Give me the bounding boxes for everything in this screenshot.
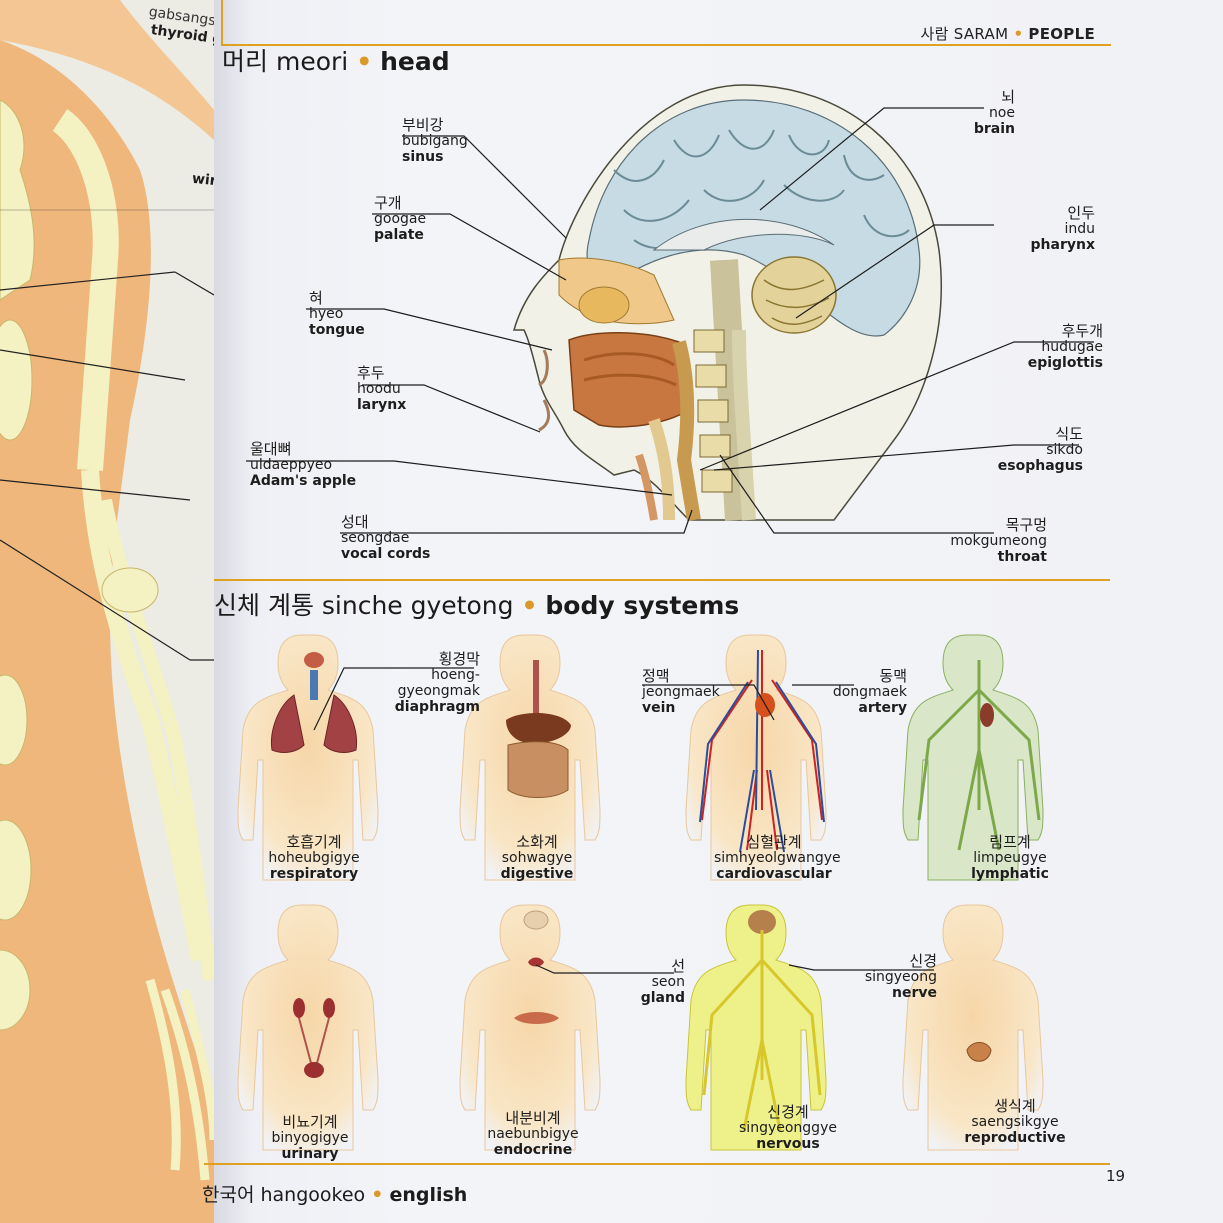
head-leader-lines	[214, 0, 1223, 580]
label-palate: 구개 googae palate	[374, 195, 426, 243]
label-esophagus: 식도 sikdo esophagus	[998, 426, 1083, 474]
body-systems-title: 신체 계통 sinche gyetong • body systems	[214, 586, 739, 622]
label-adams-apple: 울대뼈 uldaeppyeo Adam's apple	[250, 441, 356, 489]
right-page: 사람 SARAM • PEOPLE 머리 meori • head	[214, 0, 1223, 1223]
footer-korean: 한국어	[202, 1184, 254, 1206]
caption-nervous: 신경계 singyeonggye nervous	[728, 1104, 848, 1152]
caption-reproductive: 생식계 saengsikgye reproductive	[955, 1098, 1075, 1146]
label-larynx: 후두 hoodu larynx	[357, 365, 406, 413]
label-brain: 뇌 noe brain	[974, 89, 1015, 137]
caption-endocrine: 내분비계 naebunbigye endocrine	[478, 1110, 588, 1158]
footer-romanized: hangookeo	[261, 1184, 366, 1206]
label-tongue: 혀 hyeo tongue	[309, 290, 365, 338]
skeleton-illustration	[0, 0, 214, 1223]
left-page: gabsangsseon thyroid gland wir	[0, 0, 214, 1223]
title-separator: •	[521, 591, 537, 620]
label-sinus: 부비강 bubigang sinus	[402, 117, 468, 165]
caption-digestive: 소화계 sohwagye digestive	[487, 834, 587, 882]
left-label-partial: wir	[191, 171, 214, 189]
label-artery: 동맥 dongmaek artery	[833, 668, 907, 716]
label-vein: 정맥 jeongmaek vein	[642, 668, 720, 716]
footer-language: 한국어 hangookeo • english	[202, 1180, 467, 1207]
label-throat: 목구멍 mokgumeong throat	[950, 517, 1047, 565]
label-pharynx: 인두 indu pharynx	[1031, 205, 1095, 253]
footer-rule	[204, 1163, 1110, 1165]
label-vocal-cords: 성대 seongdae vocal cords	[341, 514, 430, 562]
body-systems-title-romanized: sinche gyetong	[322, 591, 514, 620]
caption-cardiovascular: 심혈관계 simhyeolgwangye cardiovascular	[714, 834, 834, 882]
footer-english: english	[389, 1184, 467, 1206]
footer-separator: •	[371, 1184, 383, 1206]
label-gland: 선 seon gland	[641, 958, 685, 1006]
label-epiglottis: 후두개 hudugae epiglottis	[1028, 323, 1103, 371]
label-diaphragm: 횡경막 hoeng- gyeongmak diaphragm	[395, 651, 480, 715]
caption-urinary: 비뇨기계 binyogigye urinary	[260, 1114, 360, 1162]
caption-lymphatic: 림프계 limpeugye lymphatic	[960, 834, 1060, 882]
body-systems-rule	[214, 579, 1110, 581]
body-systems-title-korean: 신체 계통	[214, 591, 314, 620]
body-systems-title-english: body systems	[545, 591, 739, 620]
caption-respiratory: 호흡기계 hoheubgigye respiratory	[264, 834, 364, 882]
label-nerve: 신경 singyeong nerve	[865, 953, 937, 1001]
page-number: 19	[1106, 1167, 1125, 1185]
